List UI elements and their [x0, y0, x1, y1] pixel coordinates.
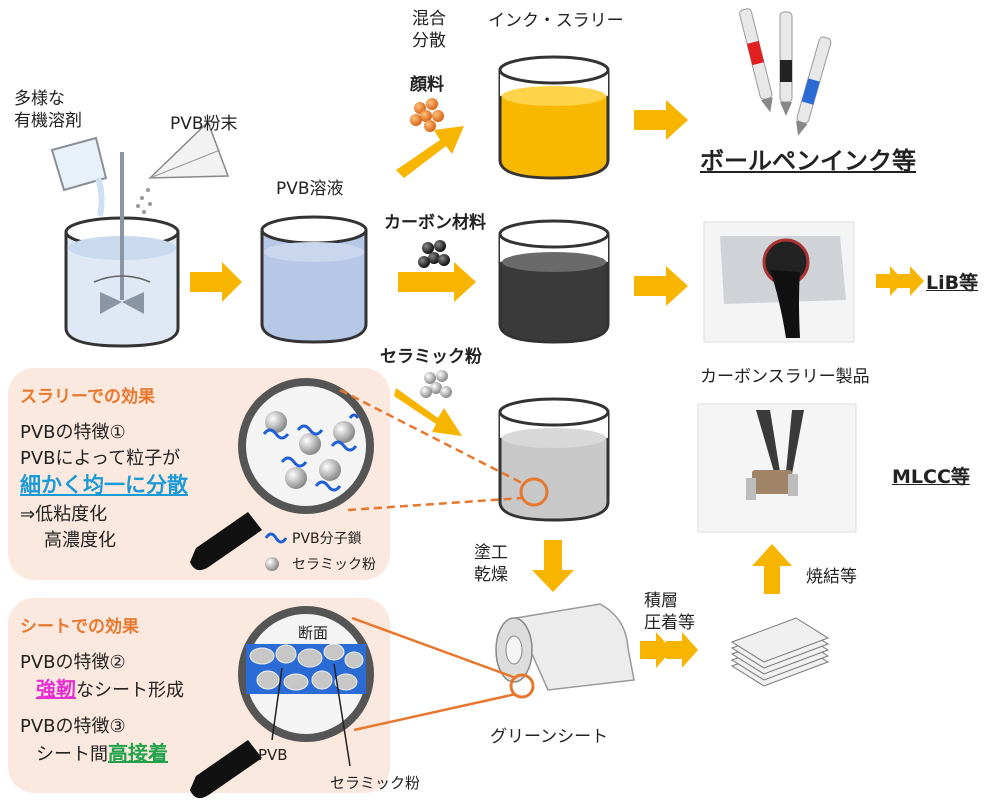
mlcc-photo	[697, 403, 857, 533]
double-arrow-laminate-2	[666, 632, 698, 668]
ceramic-beaker-icon	[498, 397, 610, 522]
mixing-beaker-icon	[64, 152, 180, 348]
carbon-beaker-icon	[498, 219, 610, 344]
double-arrow-lib-1	[876, 266, 904, 296]
sheet-adhesion-line: シート間高接着	[36, 740, 168, 768]
legend-chain-icon	[264, 532, 288, 544]
section-label: 断面	[298, 624, 329, 642]
double-arrow-laminate-1	[640, 632, 672, 668]
adhesion-highlight: 高接着	[108, 741, 168, 765]
slurry-magnifier-icon	[190, 378, 374, 571]
sheet-strong-line: 強靭なシート形成	[36, 676, 184, 704]
double-arrow-lib-2	[896, 266, 924, 296]
arrow-to-mlcc	[752, 544, 792, 594]
coating-label: 塗工 乾燥	[474, 543, 508, 585]
arrow-to-carbon-product	[634, 266, 688, 306]
stacked-sheets-icon	[730, 617, 830, 687]
ceramic-particles-icon	[420, 370, 452, 398]
slurry-line2: PVBによって粒子が	[20, 448, 181, 469]
mix-disperse-label: 混合 分散	[412, 9, 446, 51]
carbon-label: カーボン材料	[384, 213, 486, 233]
carbon-particles-icon	[418, 240, 450, 268]
sheet-feature2: PVBの特徴②	[20, 652, 126, 673]
arrow-to-ink	[396, 126, 464, 178]
slurry-panel-title: スラリーでの効果	[20, 387, 155, 407]
arrow-to-ballpen	[634, 100, 688, 140]
ballpen-icon	[739, 8, 832, 136]
slurry-highlight: 細かく均一に分散	[20, 473, 188, 497]
arrow-to-ceramic	[394, 388, 462, 436]
legend-chain-label: PVB分子鎖	[292, 531, 362, 547]
laminate-label: 積層 圧着等	[644, 591, 695, 633]
sheet-feature3: PVBの特徴③	[20, 716, 126, 737]
carbon-product-label: カーボンスラリー製品	[700, 367, 870, 387]
ballpen-title: ボールペンインク等	[700, 147, 916, 175]
mlcc-title: MLCC等	[892, 466, 970, 488]
solvent-label: 多様な 有機溶剤	[14, 89, 82, 131]
process-arrows	[190, 100, 924, 668]
pvb-powder-label: PVB粉末	[170, 114, 238, 134]
carbon-slurry-photo	[703, 221, 855, 343]
sheet-magnifier-icon	[190, 606, 374, 799]
sinter-label: 焼結等	[806, 567, 857, 587]
pvb-solution-beaker-icon	[260, 215, 368, 344]
adhesion-pre: シート間	[36, 744, 108, 765]
sheet-ceramic-label: セラミック粉	[330, 774, 421, 792]
arrow-to-sheet	[532, 540, 574, 592]
ink-slurry-label: インク・スラリー	[488, 11, 624, 31]
slurry-result1: ⇒低粘度化	[20, 504, 108, 525]
powder-paper-icon	[136, 120, 230, 222]
pigment-label: 顔料	[410, 75, 444, 95]
strong-rest: なシート形成	[76, 680, 184, 701]
pvb-solution-label: PVB溶液	[276, 179, 344, 199]
slurry-result2: 高濃度化	[44, 530, 116, 551]
pigment-particles-icon	[410, 98, 444, 132]
slurry-callout-lines	[339, 388, 525, 512]
arrow-to-solution	[190, 262, 242, 302]
arrow-to-carbon	[398, 262, 476, 302]
legend-powder-icon	[265, 557, 279, 571]
slurry-feature: PVBの特徴①	[20, 422, 126, 443]
strong-highlight: 強靭	[36, 677, 76, 701]
ink-beaker-icon	[498, 55, 610, 180]
green-sheet-roll-icon	[495, 603, 635, 699]
green-sheet-label: グリーンシート	[490, 727, 609, 747]
ceramic-label: セラミック粉	[380, 347, 482, 367]
lib-title: LiB等	[926, 272, 979, 294]
solvent-cup-icon	[50, 136, 108, 217]
sheet-callout-lines	[351, 616, 517, 732]
legend-powder-label: セラミック粉	[292, 557, 376, 573]
sheet-panel-title: シートでの効果	[20, 617, 139, 637]
sheet-pvb-label: PVB	[258, 746, 288, 764]
